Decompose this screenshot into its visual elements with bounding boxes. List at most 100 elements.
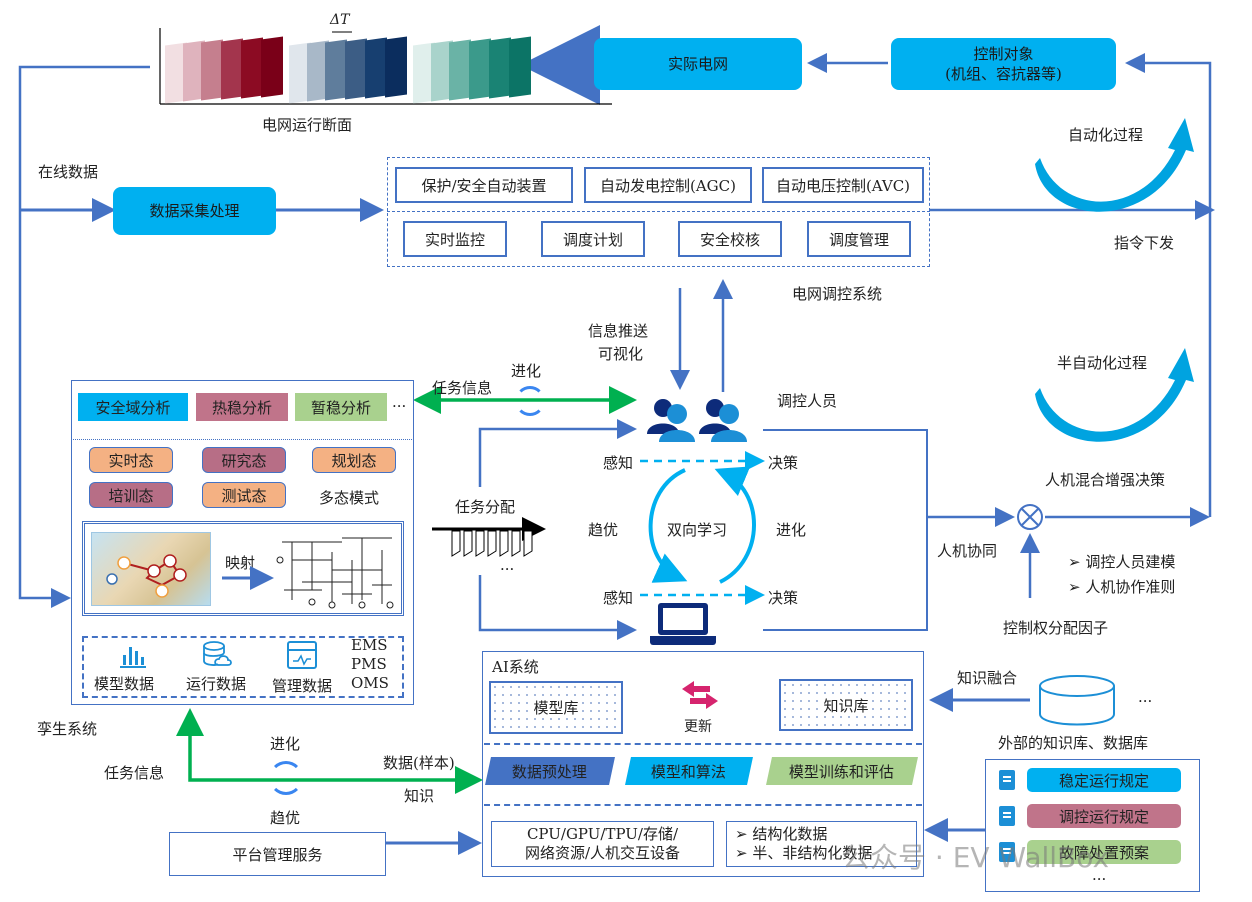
knowledge-library-box[interactable]: 知识库 (779, 679, 913, 731)
decide-label-bottom: 决策 (768, 589, 799, 607)
external-label: 外部的知识库、数据库 (998, 734, 1149, 752)
monitor-pulse-icon (287, 641, 317, 669)
data-source-management: 管理数据 (272, 677, 333, 695)
task-allocation-label: 任务分配 (455, 498, 516, 516)
control-module-scheduling[interactable]: 调度计划 (541, 221, 645, 257)
data-sample-label: 数据(样本) (383, 754, 455, 772)
control-module-monitoring[interactable]: 实时监控 (403, 221, 507, 257)
control-object-line1: 控制对象 (973, 44, 1034, 63)
evolve-top-label: 进化 (511, 362, 542, 380)
pipeline-training-evaluation[interactable]: 模型训练和评估 (766, 757, 918, 785)
task-docs-icon (451, 530, 533, 557)
state-testing[interactable]: 测试态 (202, 482, 286, 508)
operators-to-hybrid-line (763, 429, 928, 631)
grid-control-system-label: 电网调控系统 (792, 285, 883, 303)
automation-process-label: 自动化过程 (1068, 126, 1144, 144)
human-machine-collab-label: 人机协同 (937, 542, 998, 560)
operators-label: 调控人员 (777, 392, 838, 410)
bottom-green-arrow (176, 708, 483, 794)
state-training[interactable]: 培训态 (89, 482, 173, 508)
alloc-to-operators-line (478, 419, 637, 487)
optimize-cycle-icon (269, 761, 303, 795)
task-allocation-ellipsis: ··· (500, 560, 515, 578)
hardware-resources-box[interactable]: CPU/GPU/TPU/存储/ 网络资源/人机交互设备 (491, 821, 714, 867)
data-acquisition-label: 数据采集处理 (149, 201, 240, 220)
optimize-label: 趋优 (588, 521, 619, 539)
task-info-bottom-label: 任务信息 (104, 764, 165, 782)
operators-icon (645, 396, 755, 444)
control-module-protection[interactable]: 保护/安全自动装置 (395, 167, 573, 203)
data-source-operation: 运行数据 (186, 675, 247, 693)
actual-grid-box[interactable]: 实际电网 (594, 38, 802, 90)
data-type-structured: ➢ 结构化数据 (735, 824, 828, 843)
data-type-unstructured: ➢ 半、非结构化数据 (735, 844, 873, 862)
knowledge-label: 知识 (404, 787, 435, 805)
state-realtime[interactable]: 实时态 (89, 447, 173, 473)
online-data-label: 在线数据 (38, 163, 99, 181)
analysis-more: ··· (392, 397, 407, 415)
platform-service-box[interactable]: 平台管理服务 (169, 832, 386, 876)
analysis-tag-transient[interactable]: 暂稳分析 (295, 393, 387, 421)
info-push-label-2: 可视化 (598, 345, 644, 363)
data-types-box[interactable]: ➢ 结构化数据 ➢ 半、非结构化数据 (726, 821, 917, 867)
data-sources-panel (82, 636, 404, 698)
evolve-bottom-label: 进化 (270, 735, 301, 753)
semi-automation-label: 半自动化过程 (1057, 354, 1148, 372)
document-icon (999, 770, 1015, 790)
ai-system-title: AI系统 (492, 658, 539, 676)
state-planning[interactable]: 规划态 (312, 447, 396, 473)
control-object-box[interactable]: 控制对象 (机组、容抗器等) (891, 38, 1116, 90)
bullet-operator-modeling: ➢ 调控人员建模 (1068, 553, 1176, 571)
grid-topology-diagram (272, 530, 398, 610)
twin-system-label: 孪生系统 (37, 720, 98, 738)
watermark: 公众号 · EV WallBox (842, 841, 1110, 874)
decide-label-top: 决策 (768, 454, 799, 472)
model-library-box[interactable]: 模型库 (489, 681, 623, 734)
control-module-dispatch-mgmt[interactable]: 调度管理 (807, 221, 911, 257)
mapping-panel (82, 521, 404, 616)
mapping-label: 映射 (225, 554, 256, 572)
bar-chart-icon (120, 643, 146, 668)
automation-curve-arrow (1035, 118, 1194, 212)
update-label: 更新 (684, 719, 712, 735)
command-issue-label: 指令下发 (1114, 234, 1175, 252)
perceive-label-bottom: 感知 (603, 589, 634, 607)
grid-control-system (387, 157, 930, 267)
system-ems: EMS (351, 636, 388, 654)
knowledge-fusion-label: 知识融合 (957, 669, 1018, 687)
bidirectional-learning-label: 双向学习 (667, 521, 728, 539)
external-ellipsis: ··· (1138, 692, 1153, 710)
control-module-avc[interactable]: 自动电压控制(AVC) (762, 167, 924, 203)
alloc-to-ai-line (478, 575, 637, 640)
right-vertical-line (1125, 53, 1212, 517)
learning-arc-left (648, 468, 688, 583)
delta-t-label: ΔT (330, 12, 350, 28)
analysis-tag-security-domain[interactable]: 安全域分析 (78, 393, 188, 421)
pipeline-data-preprocessing[interactable]: 数据预处理 (485, 757, 615, 785)
control-module-agc[interactable]: 自动发电控制(AGC) (584, 167, 752, 203)
online-data-line (18, 65, 150, 608)
analysis-tag-thermal[interactable]: 热稳分析 (196, 393, 288, 421)
semi-automation-curve-arrow (1035, 348, 1194, 442)
system-pms: PMS (351, 655, 387, 673)
learning-arc-right (714, 466, 756, 584)
state-research[interactable]: 研究态 (202, 447, 286, 473)
external-database-icon (1038, 674, 1116, 726)
control-module-security-check[interactable]: 安全校核 (678, 221, 782, 257)
data-source-model: 模型数据 (94, 675, 155, 693)
evolve-label: 进化 (776, 521, 807, 539)
optimize-bottom-label: 趋优 (270, 809, 301, 827)
pipeline-models-algorithms[interactable]: 模型和算法 (625, 757, 753, 785)
rule-fault-handling[interactable]: 故障处置预案 (999, 840, 1181, 864)
data-acquisition-box[interactable]: 数据采集处理 (113, 187, 276, 235)
laptop-icon (650, 603, 716, 649)
rule-stable-operation[interactable]: 稳定运行规定 (999, 768, 1181, 792)
actual-grid-label: 实际电网 (667, 54, 728, 73)
task-info-top-label: 任务信息 (432, 379, 493, 397)
snapshot-label: 电网运行断面 (262, 116, 353, 134)
rule-dispatch-operation[interactable]: 调控运行规定 (999, 804, 1181, 828)
perceive-label-top: 感知 (603, 454, 634, 472)
document-icon (999, 806, 1015, 826)
multi-state-mode-label: 多态模式 (319, 489, 380, 507)
